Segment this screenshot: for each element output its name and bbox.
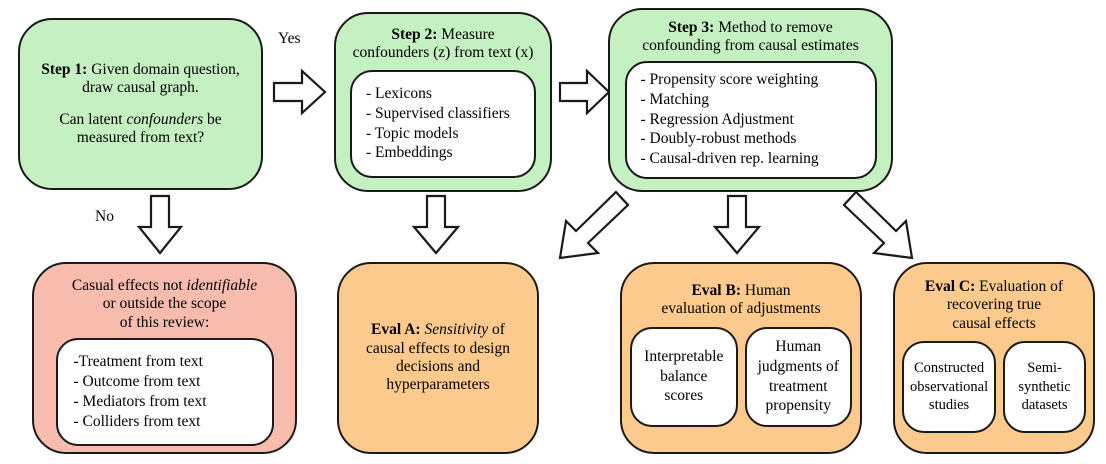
step-3-item: - Regression Adjustment [640, 110, 794, 128]
node-not-identifiable-title: Casual effects not identifiable or outsi… [66, 277, 263, 332]
arrow-step2-to-eval-a [411, 194, 461, 256]
node-eval-c[interactable]: Eval C: Evaluation of recovering true ca… [893, 262, 1095, 454]
step-3-item: - Propensity score weighting [640, 70, 819, 88]
step-1-spacer [41, 98, 239, 111]
step-1-confounders-em: confounders [126, 110, 204, 128]
eval-b-right-line: judgments of [757, 357, 839, 375]
step-2-methods-box[interactable]: - Lexicons - Supervised classifiers - To… [350, 69, 536, 178]
arrow-label-yes: Yes [278, 30, 301, 47]
step-1-line1: Given domain question, [87, 60, 240, 78]
eval-c-right-line: datasets [1021, 397, 1068, 414]
eval-b-right-line: treatment [768, 377, 828, 395]
step-2-item: - Lexicons [366, 84, 432, 102]
eval-c-left-line: studies [928, 397, 970, 414]
step-3-methods-box[interactable]: - Propensity score weighting - Matching … [624, 60, 877, 179]
eval-a-line3: decisions and [396, 358, 480, 375]
node-not-identifiable[interactable]: Casual effects not identifiable or outsi… [32, 262, 297, 454]
eval-c-subbox-semi-synthetic[interactable]: Semi- synthetic datasets [1003, 340, 1086, 433]
step-2-item: - Supervised classifiers [366, 104, 510, 122]
step-2-line2: confounders (z) from text (x) [352, 44, 534, 62]
step-2-item: - Topic models [366, 124, 459, 142]
eval-c-line1: Evaluation of [975, 278, 1064, 295]
step-3-line2: confounding from causal estimates [642, 37, 859, 55]
eval-b-line2: evaluation of adjustments [661, 300, 821, 318]
not-identifiable-em: identifiable [186, 277, 258, 294]
eval-a-sensitivity-em: Sensitivity [420, 321, 489, 339]
eval-b-subboxes: Interpretable balance scores Human judgm… [630, 326, 852, 427]
not-identifiable-line2: or outside the scope [102, 295, 227, 313]
node-eval-a-text: Eval A: Sensitivity of causal effects to… [360, 321, 516, 394]
step-1-line4: measured from text? [76, 128, 205, 146]
eval-b-subbox-human-judgments[interactable]: Human judgments of treatment propensity [744, 326, 852, 427]
step-3-item: - Matching [640, 90, 709, 108]
eval-c-right-line: synthetic [1018, 378, 1071, 395]
arrow-step3-to-eval-c [840, 190, 926, 264]
step-1-label: Step 1: [41, 60, 88, 78]
eval-a-line1: of [488, 321, 505, 339]
eval-a-line2: causal effects to design [366, 339, 510, 357]
eval-c-right-line: Semi- [1027, 360, 1062, 377]
node-step-3[interactable]: Step 3: Method to remove confounding fro… [608, 8, 893, 192]
step-2-label: Step 2: [391, 26, 438, 43]
not-identifiable-item: - Outcome from text [73, 373, 201, 391]
arrow-step1-to-not-identifiable [136, 194, 184, 256]
eval-b-left-line: Interpretable [644, 347, 724, 365]
step-3-item: - Causal-driven rep. learning [640, 150, 819, 168]
eval-a-label: Eval A: [371, 321, 421, 339]
node-eval-a[interactable]: Eval A: Sensitivity of causal effects to… [337, 262, 539, 454]
node-eval-c-title: Eval C: Evaluation of recovering true ca… [919, 278, 1069, 333]
step-1-line3b: be [203, 110, 222, 128]
eval-c-subboxes: Constructed observational studies Semi- … [902, 340, 1086, 433]
eval-c-label: Eval C: [924, 278, 976, 295]
not-identifiable-line1a: Casual effects not [71, 277, 187, 294]
arrow-step2-to-step3 [558, 68, 612, 116]
node-step-3-title: Step 3: Method to remove confounding fro… [636, 19, 865, 56]
not-identifiable-item: - Colliders from text [73, 412, 201, 430]
eval-b-line1: Human [741, 282, 791, 299]
node-step-2[interactable]: Step 2: Measure confounders (z) from tex… [334, 12, 552, 192]
eval-b-right-line: Human [775, 337, 822, 355]
node-eval-b[interactable]: Eval B: Human evaluation of adjustments … [620, 262, 862, 454]
node-eval-b-title: Eval B: Human evaluation of adjustments [655, 282, 826, 319]
not-identifiable-item: - Mediators from text [73, 392, 207, 410]
eval-b-subbox-balance-scores[interactable]: Interpretable balance scores [630, 326, 738, 427]
step-2-line1: Measure [437, 26, 495, 43]
not-identifiable-items-box[interactable]: -Treatment from text - Outcome from text… [55, 337, 274, 446]
node-step-2-title: Step 2: Measure confounders (z) from tex… [347, 26, 540, 63]
eval-b-left-line: scores [664, 387, 704, 405]
arrow-step3-to-eval-a [546, 190, 632, 262]
arrow-step1-to-step2 [272, 68, 328, 116]
not-identifiable-line3: of this review: [119, 313, 210, 331]
eval-b-left-line: balance [660, 367, 708, 385]
step-2-item: - Embeddings [366, 144, 453, 162]
node-step-1[interactable]: Step 1: Given domain question, draw caus… [18, 18, 263, 190]
eval-c-line3: causal effects [952, 314, 1036, 332]
not-identifiable-item: -Treatment from text [73, 353, 203, 371]
eval-c-line2: recovering true [946, 296, 1042, 314]
step-1-line3a: Can latent [59, 110, 127, 128]
node-step-1-text: Step 1: Given domain question, draw caus… [35, 61, 245, 147]
eval-b-right-line: propensity [765, 397, 831, 415]
step-3-item: - Doubly-robust methods [640, 130, 797, 148]
eval-c-subbox-constructed-studies[interactable]: Constructed observational studies [902, 340, 997, 433]
eval-a-line4: hyperparameters [386, 376, 490, 394]
eval-b-label: Eval B: [691, 282, 741, 299]
step-3-label: Step 3: [668, 19, 715, 36]
step-1-line2: draw causal graph. [82, 79, 199, 97]
eval-c-left-line: observational [910, 378, 989, 395]
eval-c-left-line: Constructed [914, 360, 985, 377]
arrow-step3-to-eval-b [712, 194, 762, 256]
step-3-line1: Method to remove [714, 19, 833, 36]
arrow-label-no: No [95, 208, 114, 225]
